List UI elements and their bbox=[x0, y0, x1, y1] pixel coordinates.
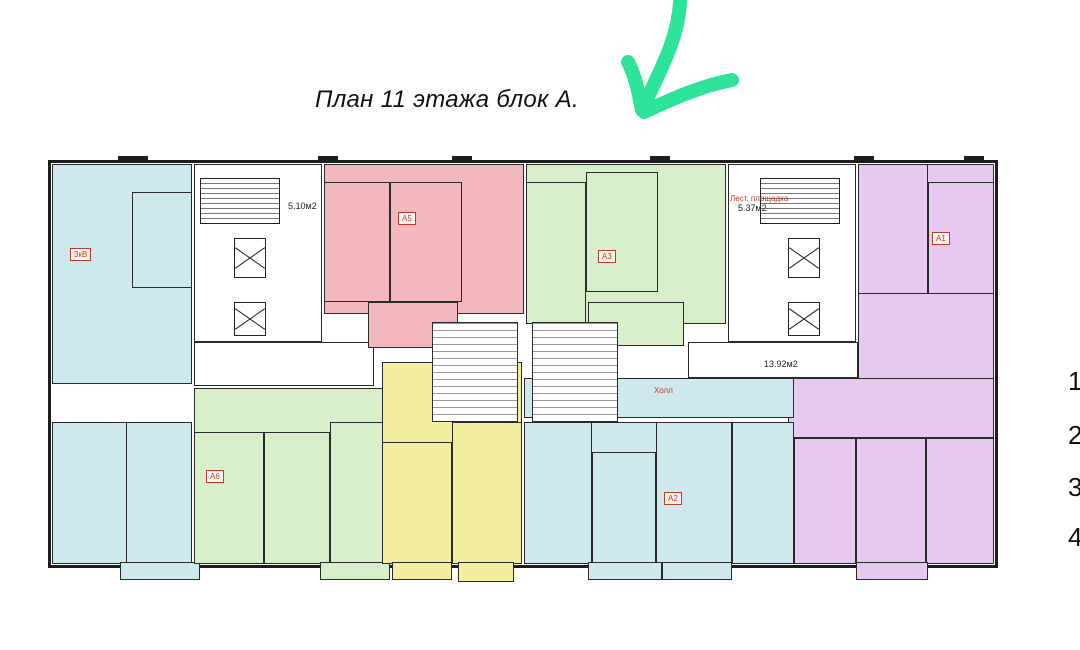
elevator-left-2 bbox=[234, 302, 266, 336]
room bbox=[524, 422, 592, 564]
outer-wall bbox=[48, 160, 998, 568]
room bbox=[126, 422, 192, 564]
apartment-badge: A2 bbox=[664, 492, 682, 505]
room bbox=[794, 438, 856, 564]
room bbox=[132, 192, 192, 288]
room bbox=[592, 452, 656, 564]
apartment-badge: A5 bbox=[398, 212, 416, 225]
corridor-area-right: 13.92м2 bbox=[764, 359, 798, 369]
room bbox=[586, 172, 658, 292]
corridor-right bbox=[688, 342, 858, 378]
bathrooms bbox=[432, 322, 518, 422]
elevator-right-2 bbox=[788, 302, 820, 336]
window-mark bbox=[118, 156, 148, 162]
edge-digit-2: 2 bbox=[1068, 420, 1080, 450]
stair-label-right: Лест. площадка bbox=[730, 194, 789, 203]
room bbox=[526, 182, 586, 324]
edge-digit-1: 1 bbox=[1068, 366, 1080, 396]
room bbox=[926, 438, 994, 564]
floor-plan: 3кВ 5.10м2 A5 A3 Лест. площадка 5.37м2 1… bbox=[48, 152, 998, 592]
window-mark bbox=[650, 156, 670, 162]
apartment-badge: A6 bbox=[206, 470, 224, 483]
room bbox=[452, 422, 522, 564]
plan-title: План 11 этажа блок А. bbox=[315, 86, 579, 113]
staircase-left bbox=[200, 178, 280, 224]
apartment-badge: A1 bbox=[932, 232, 950, 245]
stair-area-left: 5.10м2 bbox=[288, 201, 317, 211]
room bbox=[382, 442, 452, 564]
staircase-right bbox=[760, 178, 840, 224]
balcony bbox=[120, 562, 200, 580]
apartment-badge: 3кВ bbox=[70, 248, 92, 261]
balcony bbox=[458, 562, 514, 582]
window-mark bbox=[318, 156, 338, 162]
room bbox=[324, 182, 390, 302]
elevator-left-1 bbox=[234, 238, 266, 278]
room bbox=[390, 182, 462, 302]
balcony bbox=[320, 562, 390, 580]
window-mark bbox=[854, 156, 874, 162]
edge-digit-3: 3 bbox=[1068, 472, 1080, 502]
apartment-badge: A3 bbox=[598, 250, 616, 263]
room bbox=[788, 378, 994, 438]
window-mark bbox=[964, 156, 984, 162]
balcony bbox=[392, 562, 452, 580]
room bbox=[858, 164, 928, 294]
edge-digit-4: 4 bbox=[1068, 522, 1080, 552]
bathrooms bbox=[532, 322, 618, 422]
room bbox=[330, 422, 386, 564]
corridor-left bbox=[194, 342, 374, 386]
window-mark bbox=[452, 156, 472, 162]
room bbox=[194, 432, 264, 564]
checkmark-arrow-icon bbox=[621, 0, 739, 119]
balcony bbox=[662, 562, 732, 580]
room bbox=[264, 432, 330, 564]
room bbox=[732, 422, 794, 564]
balcony bbox=[856, 562, 928, 580]
balcony bbox=[588, 562, 662, 580]
stair-area-right: 5.37м2 bbox=[738, 203, 767, 213]
hall-label: Холл bbox=[654, 386, 673, 395]
elevator-right-1 bbox=[788, 238, 820, 278]
room bbox=[856, 438, 926, 564]
